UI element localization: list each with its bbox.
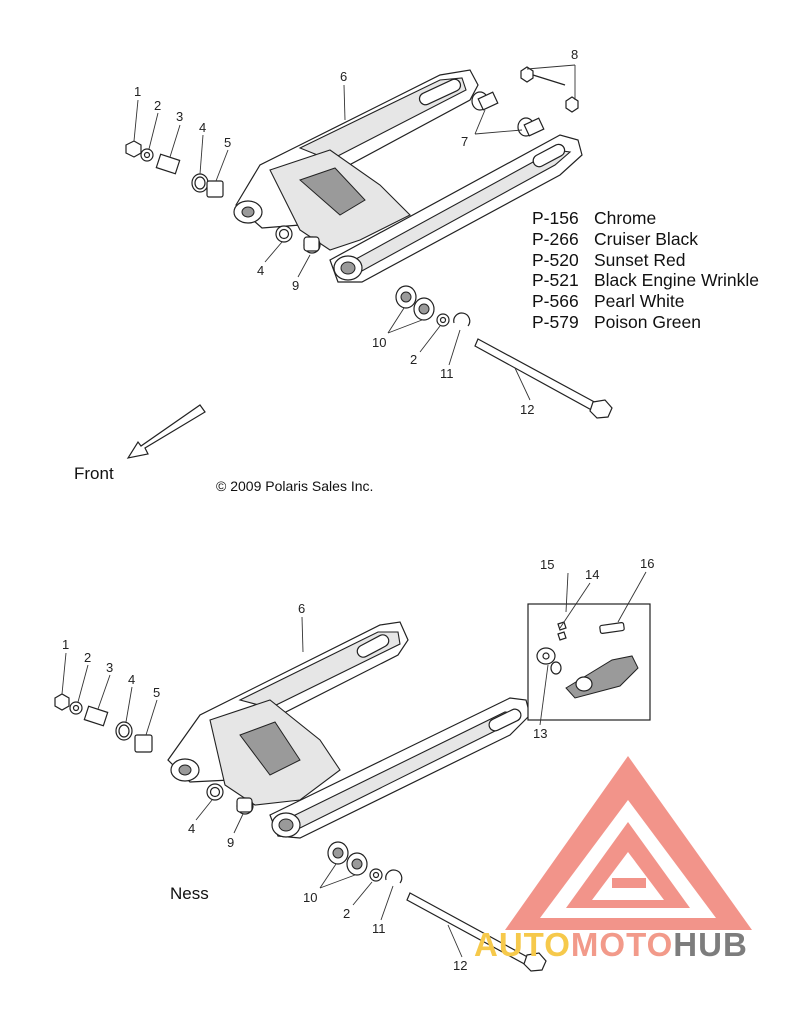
legend-color-name: Sunset Red bbox=[594, 249, 686, 270]
legend-code: P-266 bbox=[532, 228, 579, 249]
wordmark-moto: MOTO bbox=[570, 926, 674, 963]
callout: 2 bbox=[410, 352, 417, 367]
callout: 11 bbox=[372, 921, 386, 936]
legend-color-name: Cruiser Black bbox=[594, 228, 699, 249]
top-axle-hardware bbox=[395, 285, 613, 419]
legend-row: P-521 Black Engine Wrinkle bbox=[532, 270, 759, 291]
bottom-callouts: 1 2 3 4 5 6 4 9 15 14 16 13 10 2 11 12 bbox=[62, 556, 654, 973]
legend-row: P-520 Sunset Red bbox=[532, 250, 759, 271]
callout: 9 bbox=[292, 278, 299, 293]
callout: 7 bbox=[461, 134, 468, 149]
callout: 10 bbox=[372, 335, 386, 350]
automotohub-logo bbox=[505, 756, 752, 930]
callout: 11 bbox=[440, 366, 454, 381]
front-arrow-icon bbox=[126, 404, 206, 459]
callout: 3 bbox=[106, 660, 113, 675]
callout: 6 bbox=[298, 601, 305, 616]
legend-code: P-566 bbox=[532, 291, 579, 312]
legend-row: P-579 Poison Green bbox=[532, 312, 759, 333]
legend-color-name: Pearl White bbox=[594, 291, 685, 312]
callout: 4 bbox=[257, 263, 264, 278]
callout: 4 bbox=[128, 672, 135, 687]
callout: 1 bbox=[62, 637, 69, 652]
legend-code: P-521 bbox=[532, 270, 579, 291]
top-swingarm-assembly bbox=[233, 69, 583, 283]
top-leader-lines bbox=[133, 64, 576, 401]
top-pivot-hardware bbox=[125, 140, 321, 254]
top-shock-bolts bbox=[471, 66, 579, 137]
automotohub-wordmark: AUTOMOTOHUB bbox=[474, 926, 748, 964]
callout: 2 bbox=[84, 650, 91, 665]
callout: 14 bbox=[585, 567, 599, 582]
bottom-inset-box bbox=[527, 603, 651, 721]
copyright-notice: © 2009 Polaris Sales Inc. bbox=[216, 478, 374, 494]
legend-code: P-579 bbox=[532, 311, 579, 332]
ness-label: Ness bbox=[170, 884, 209, 903]
callout: 10 bbox=[303, 890, 317, 905]
legend-color-name: Poison Green bbox=[594, 311, 702, 332]
legend-code: P-156 bbox=[532, 208, 579, 228]
callout: 5 bbox=[153, 685, 160, 700]
legend-code: P-520 bbox=[532, 249, 579, 270]
bottom-swingarm-assembly bbox=[167, 621, 531, 839]
callout: 16 bbox=[640, 556, 654, 571]
bottom-pivot-hardware bbox=[54, 693, 254, 815]
legend-row: P-156 Chrome bbox=[532, 208, 759, 229]
callout: 12 bbox=[453, 958, 467, 973]
callout: 8 bbox=[571, 47, 578, 62]
legend-color-name: Black Engine Wrinkle bbox=[594, 270, 760, 291]
color-code-legend: P-156 Chrome P-266 Cruiser Black P-520 Suns… bbox=[532, 208, 759, 333]
callout: 1 bbox=[134, 84, 141, 99]
callout: 13 bbox=[533, 726, 547, 741]
callout: 15 bbox=[540, 557, 554, 572]
legend-color-name: Chrome bbox=[594, 208, 657, 228]
legend-row: P-266 Cruiser Black bbox=[532, 229, 759, 250]
callout: 4 bbox=[199, 120, 206, 135]
bottom-axle-hardware bbox=[327, 841, 547, 972]
callout: 4 bbox=[188, 821, 195, 836]
front-label: Front bbox=[74, 464, 114, 483]
callout: 6 bbox=[340, 69, 347, 84]
callout: 2 bbox=[343, 906, 350, 921]
callout: 9 bbox=[227, 835, 234, 850]
callout: 3 bbox=[176, 109, 183, 124]
wordmark-hub: HUB bbox=[673, 926, 748, 963]
wordmark-auto: AUTO bbox=[474, 926, 571, 963]
bottom-leader-lines bbox=[61, 571, 647, 958]
callout: 5 bbox=[224, 135, 231, 150]
callout: 2 bbox=[154, 98, 161, 113]
top-callouts: 1 2 3 4 5 6 4 9 8 7 10 2 11 12 bbox=[134, 47, 578, 417]
legend-row: P-566 Pearl White bbox=[532, 291, 759, 312]
callout: 12 bbox=[520, 402, 534, 417]
